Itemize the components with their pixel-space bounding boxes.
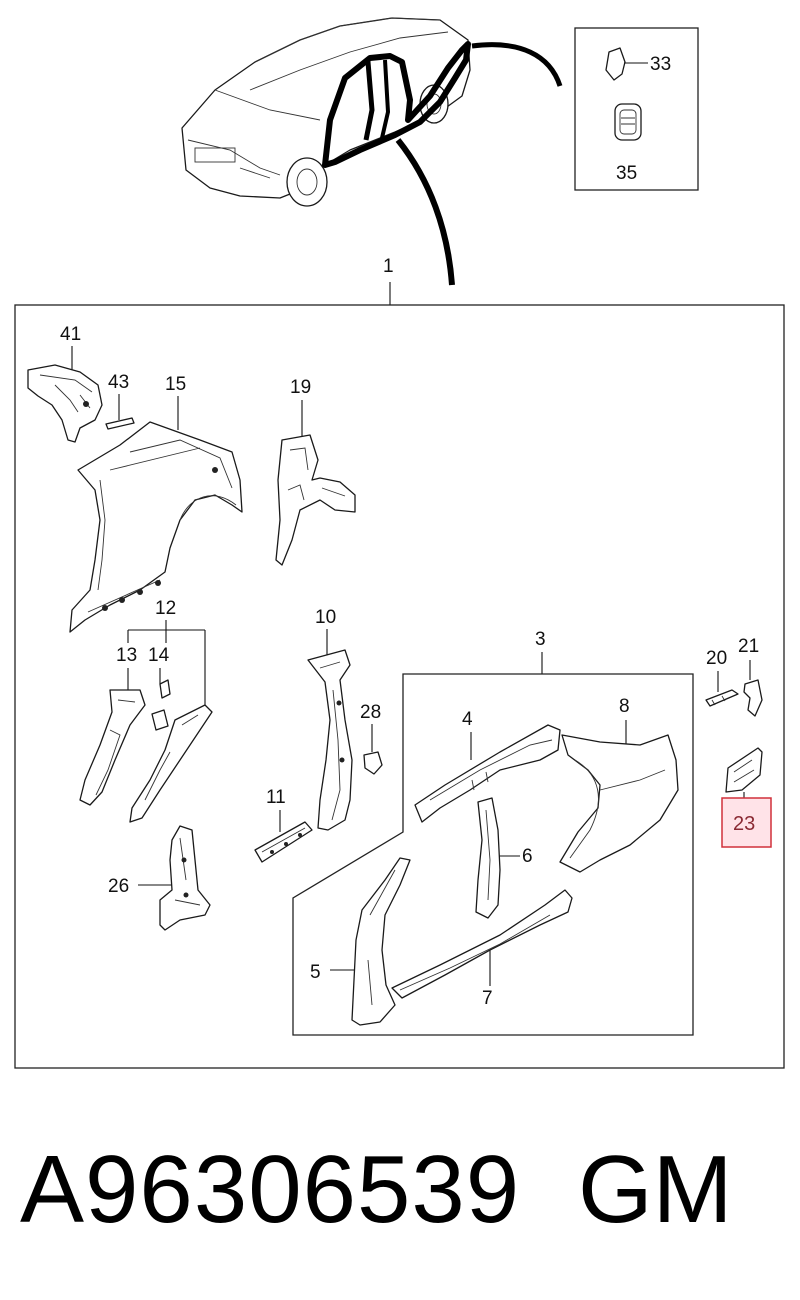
part-4-drawing: [414, 724, 561, 823]
part-23-drawing: [725, 747, 763, 793]
part-41-drawing: [27, 364, 103, 443]
part-19-drawing: [275, 434, 356, 566]
part-12-drawing: [129, 704, 213, 823]
label-21[interactable]: 21: [738, 636, 759, 657]
part-43-drawing: [105, 417, 135, 430]
part-21-drawing: [743, 679, 763, 717]
inset-box: [574, 27, 699, 191]
label-11[interactable]: 11: [266, 787, 286, 808]
label-28[interactable]: 28: [360, 702, 381, 723]
part-8-drawing: [559, 734, 679, 873]
label-3[interactable]: 3: [535, 629, 546, 650]
label-12[interactable]: 12: [155, 598, 176, 619]
label-14[interactable]: 14: [148, 645, 170, 666]
part-28-drawing: [363, 751, 383, 775]
label-10[interactable]: 10: [315, 607, 336, 628]
part-33-drawing: [605, 47, 648, 81]
label-15[interactable]: 15: [165, 374, 186, 395]
leader-12: [127, 620, 206, 708]
label-13[interactable]: 13: [116, 645, 137, 666]
part-14-drawing: [151, 679, 171, 731]
part-26-drawing: [159, 825, 211, 931]
part-35-drawing: [614, 103, 642, 141]
label-1[interactable]: 1: [383, 256, 394, 277]
part-11-drawing: [254, 821, 313, 863]
part-20-drawing: [705, 689, 739, 707]
car-overview: [181, 17, 471, 207]
highlight-box-23[interactable]: [721, 797, 772, 848]
part-15-drawing: [69, 421, 243, 633]
label-7[interactable]: 7: [482, 988, 493, 1009]
label-5[interactable]: 5: [310, 962, 321, 983]
footer-brand: GM: [578, 1136, 733, 1243]
label-33[interactable]: 33: [650, 54, 671, 75]
part-7-drawing: [391, 889, 573, 999]
part-13-drawing: [79, 689, 146, 806]
subframe-3: [292, 673, 694, 1036]
label-8[interactable]: 8: [619, 696, 630, 717]
label-41[interactable]: 41: [60, 324, 81, 345]
callout-arc-inset: [471, 42, 563, 87]
main-frame: [14, 304, 785, 1069]
label-23[interactable]: 23: [733, 813, 755, 835]
footer-part-number: A96306539: [20, 1136, 521, 1243]
part-10-drawing: [307, 649, 353, 831]
label-35[interactable]: 35: [616, 163, 637, 184]
callout-arc-main: [395, 138, 455, 286]
label-19[interactable]: 19: [290, 377, 311, 398]
label-20[interactable]: 20: [706, 648, 727, 669]
label-26[interactable]: 26: [108, 876, 129, 897]
label-6[interactable]: 6: [522, 846, 533, 867]
part-5-drawing: [351, 857, 411, 1026]
part-6-drawing: [475, 797, 501, 919]
label-4[interactable]: 4: [462, 709, 473, 730]
label-43[interactable]: 43: [108, 372, 129, 393]
